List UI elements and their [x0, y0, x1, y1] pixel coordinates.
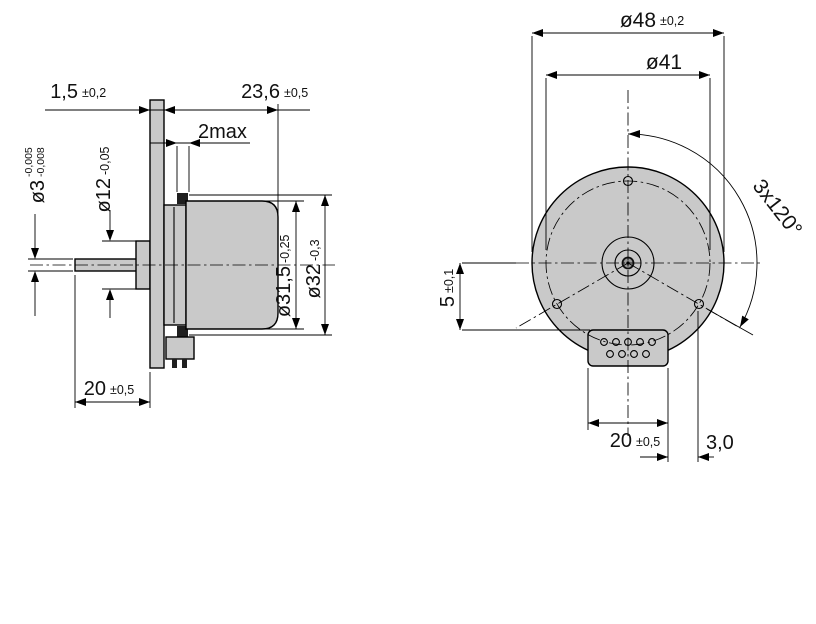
- arrowhead: [699, 71, 710, 79]
- pin: [642, 350, 650, 358]
- arrowhead: [106, 289, 114, 300]
- dim-flange-thickness: 1,5: [50, 81, 78, 103]
- dim-mounting-dia-tol: ±0,2: [660, 14, 684, 28]
- arrowhead: [740, 315, 749, 327]
- arrowhead: [292, 201, 300, 212]
- dim-body-dia-label: ø31,5 -0,25: [273, 234, 295, 317]
- dim-outer-dia: ø32: [303, 264, 325, 298]
- extension-line: [706, 308, 754, 336]
- dim-front-gap: 2max: [198, 121, 247, 143]
- pin: [612, 338, 620, 346]
- arrowhead: [139, 106, 150, 114]
- arrowhead: [139, 398, 150, 406]
- pin: [630, 350, 638, 358]
- pin: [600, 338, 608, 346]
- dim-mounting-dia: ø48: [620, 9, 656, 32]
- dim-pilot-dia-label: ø12 -0,05: [93, 146, 115, 212]
- dim-body-length-tol: ±0,5: [284, 86, 308, 100]
- arrowhead: [106, 230, 114, 241]
- mounting-hole-left: [551, 298, 563, 310]
- arrowhead: [456, 263, 464, 274]
- arrowhead: [164, 106, 175, 114]
- mounting-hole-right: [693, 298, 705, 310]
- arrowhead: [292, 318, 300, 329]
- dim-shaft-dia-tol-upper: -0,005: [23, 147, 35, 177]
- arrowhead: [31, 271, 39, 282]
- dim-hole-pattern: 3x120°: [748, 175, 807, 241]
- dim-body-length: 23,6: [241, 81, 280, 103]
- dim-outer-dia-tol: -0,3: [308, 239, 322, 261]
- dim-shaft-length-tol: ±0,5: [110, 383, 134, 397]
- side-view: [30, 99, 335, 369]
- dim-body-dia: ø31,5: [273, 266, 295, 317]
- retaining-clip-top: [177, 193, 188, 204]
- connector-side: [165, 336, 195, 360]
- arrowhead: [698, 453, 709, 461]
- retaining-clip-bottom: [177, 326, 188, 337]
- arrowhead: [588, 419, 599, 427]
- pin: [636, 338, 644, 346]
- connector-pin-side: [172, 359, 177, 368]
- connector-pin-side: [182, 359, 187, 368]
- pin: [618, 350, 626, 358]
- pin: [606, 350, 614, 358]
- arrowhead: [456, 319, 464, 330]
- arrowhead: [267, 106, 278, 114]
- dim-connector-offset-tol: ±0,1: [442, 269, 456, 293]
- dim-body-dia-tol: -0,25: [278, 234, 292, 263]
- arrowhead: [166, 139, 177, 147]
- angle-arc: [627, 133, 758, 328]
- arrowhead: [713, 29, 724, 37]
- arrowhead: [546, 71, 557, 79]
- arrowhead: [321, 324, 329, 335]
- arrowhead: [189, 139, 200, 147]
- mounting-flange: [149, 99, 165, 369]
- front-view: [515, 90, 762, 436]
- dim-connector-width: 20: [610, 430, 632, 452]
- dim-connector-offset: 5: [437, 296, 459, 307]
- side-view-dimensions: 1,5 ±0,2 23,6 ±0,5 2max ø3 -0,005 -0,008…: [23, 81, 332, 408]
- dim-connector-offset-label: 5 ±0,1: [437, 269, 459, 307]
- centerline-diagonal-left: [515, 262, 629, 329]
- dim-shaft-dia-label: ø3 -0,005 -0,008: [23, 147, 49, 203]
- dim-flange-thickness-tol: ±0,2: [82, 86, 106, 100]
- dim-edge-offset: 3,0: [706, 432, 734, 454]
- arrowhead: [31, 248, 39, 259]
- dim-pilot-dia: ø12: [93, 178, 115, 212]
- arrowhead: [657, 453, 668, 461]
- arrowhead: [628, 130, 640, 138]
- dim-shaft-dia-tol-lower: -0,008: [35, 147, 47, 177]
- dim-connector-width-tol: ±0,5: [636, 435, 660, 449]
- dim-shaft-dia: ø3: [27, 180, 49, 203]
- dim-shaft-length: 20: [84, 378, 106, 400]
- dim-pilot-dia-tol: -0,05: [98, 146, 112, 175]
- arrowhead: [321, 195, 329, 206]
- dim-outer-dia-label: ø32 -0,3: [303, 239, 325, 298]
- arrowhead: [532, 29, 543, 37]
- arrowhead: [75, 398, 86, 406]
- dim-bolt-circle: ø41: [646, 51, 682, 74]
- arrowhead: [657, 419, 668, 427]
